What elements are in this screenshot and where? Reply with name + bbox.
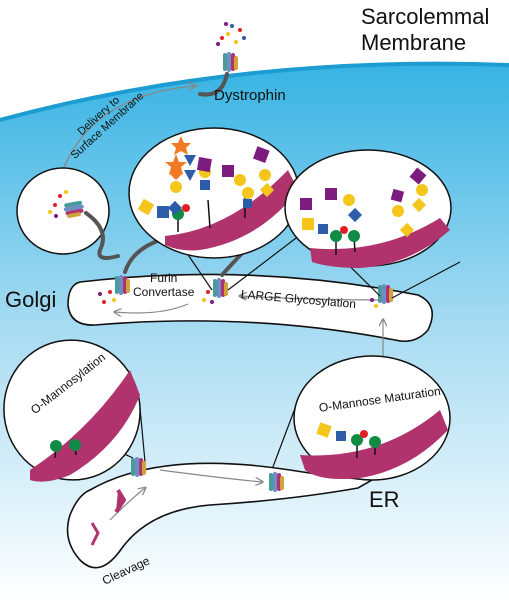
er-label: ER — [369, 487, 400, 512]
golgi-label: Golgi — [5, 287, 57, 312]
vesicle-protein — [48, 190, 120, 260]
golgi-protein-right — [370, 284, 393, 308]
title-line1: Sarcolemmal — [361, 4, 490, 29]
furin-convertase-label: Furin Convertase — [133, 271, 194, 299]
o-mannosylation-bubble — [3, 339, 141, 482]
title-line2: Membrane — [361, 30, 467, 55]
golgi-zoom-bubble-2 — [284, 149, 452, 268]
membrane-dystroglycan — [198, 22, 246, 97]
golgi-body — [67, 273, 434, 343]
er-protein-left — [90, 457, 146, 546]
golgi-arrow-right — [240, 296, 381, 301]
sarcolemmal-membrane-label: Sarcolemmal Membrane — [361, 4, 489, 56]
golgi-zoom-bubble-1 — [128, 127, 300, 259]
o-mannose-maturation-bubble — [293, 355, 451, 481]
golgi-protein-left — [98, 238, 162, 304]
er-arrow — [159, 469, 262, 482]
cleavage-arrow — [109, 488, 145, 521]
delivery-arrow — [59, 86, 195, 179]
transport-vesicle — [16, 167, 110, 255]
dystrophin-label: Dystrophin — [214, 87, 286, 104]
golgi-arrow-left — [115, 303, 189, 313]
furin-line1: Furin — [150, 271, 178, 285]
furin-line2: Convertase — [133, 285, 195, 299]
sarcolemmal-membrane — [0, 61, 509, 122]
